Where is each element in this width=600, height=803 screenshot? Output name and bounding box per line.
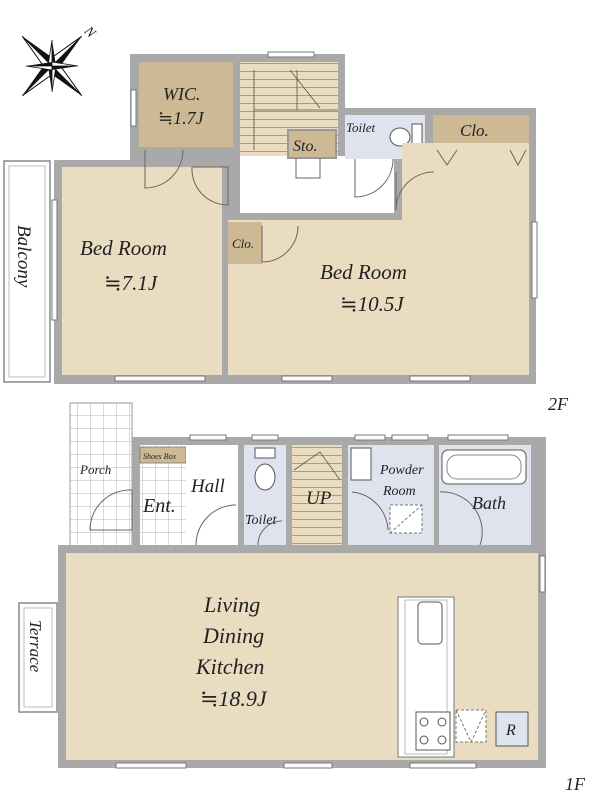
label-ldk-size: ≒18.9J	[200, 686, 268, 711]
room-wic	[139, 62, 233, 147]
hallway-2f	[240, 156, 394, 213]
label-toilet-2f: Toilet	[346, 120, 376, 135]
label-balcony: Balcony	[13, 225, 34, 288]
balcony	[3, 160, 51, 383]
label-powder-2: Room	[382, 484, 416, 499]
stove-icon	[415, 711, 451, 751]
label-1f: 1F	[565, 774, 586, 794]
stair-1f	[292, 445, 342, 545]
label-ldk-1: Living	[203, 592, 260, 617]
compass-north-label: N	[80, 23, 98, 41]
label-bedroom-7: Bed Room	[80, 236, 167, 260]
label-hall: Hall	[190, 476, 225, 497]
room-bedroom-7	[62, 167, 222, 375]
room-storage	[287, 129, 337, 159]
room-closet-top	[433, 115, 529, 143]
bathtub	[441, 449, 527, 485]
label-fridge: R	[505, 722, 516, 739]
label-2f: 2F	[548, 394, 569, 414]
floor-2f	[3, 51, 538, 384]
fridge-icon	[495, 711, 529, 747]
label-powder-1: Powder	[379, 463, 424, 478]
label-bath: Bath	[472, 493, 506, 513]
label-up: UP	[306, 488, 332, 509]
toilet-icon-1f	[254, 463, 276, 491]
toilet-icon	[389, 127, 411, 147]
label-ldk-2: Dining	[202, 623, 264, 648]
terrace	[18, 602, 58, 713]
room-closet-small	[228, 222, 262, 264]
label-ldk-3: Kitchen	[195, 654, 264, 679]
label-bedroom-10-size: ≒10.5J	[340, 292, 405, 316]
room-toilet-1f	[244, 445, 286, 545]
label-porch: Porch	[79, 462, 111, 477]
hall-1f	[186, 445, 238, 545]
label-clo-small: Clo.	[232, 236, 254, 251]
label-sto: Sto.	[293, 138, 317, 155]
label-shoes-box: Shoes Box	[143, 452, 177, 461]
room-bedroom-10	[228, 143, 529, 375]
label-bedroom-7-size: ≒7.1J	[104, 271, 159, 295]
label-wic-size: ≒1.7J	[158, 108, 205, 128]
label-toilet-1f: Toilet	[245, 513, 277, 528]
floor-1f	[18, 402, 546, 769]
compass-icon	[21, 35, 83, 97]
label-wic: WIC.	[163, 84, 201, 104]
sink-icon	[417, 601, 443, 645]
label-ent: Ent.	[142, 495, 176, 517]
label-bedroom-10: Bed Room	[320, 260, 407, 284]
label-clo-top: Clo.	[460, 121, 489, 140]
label-terrace: Terrace	[26, 620, 45, 673]
